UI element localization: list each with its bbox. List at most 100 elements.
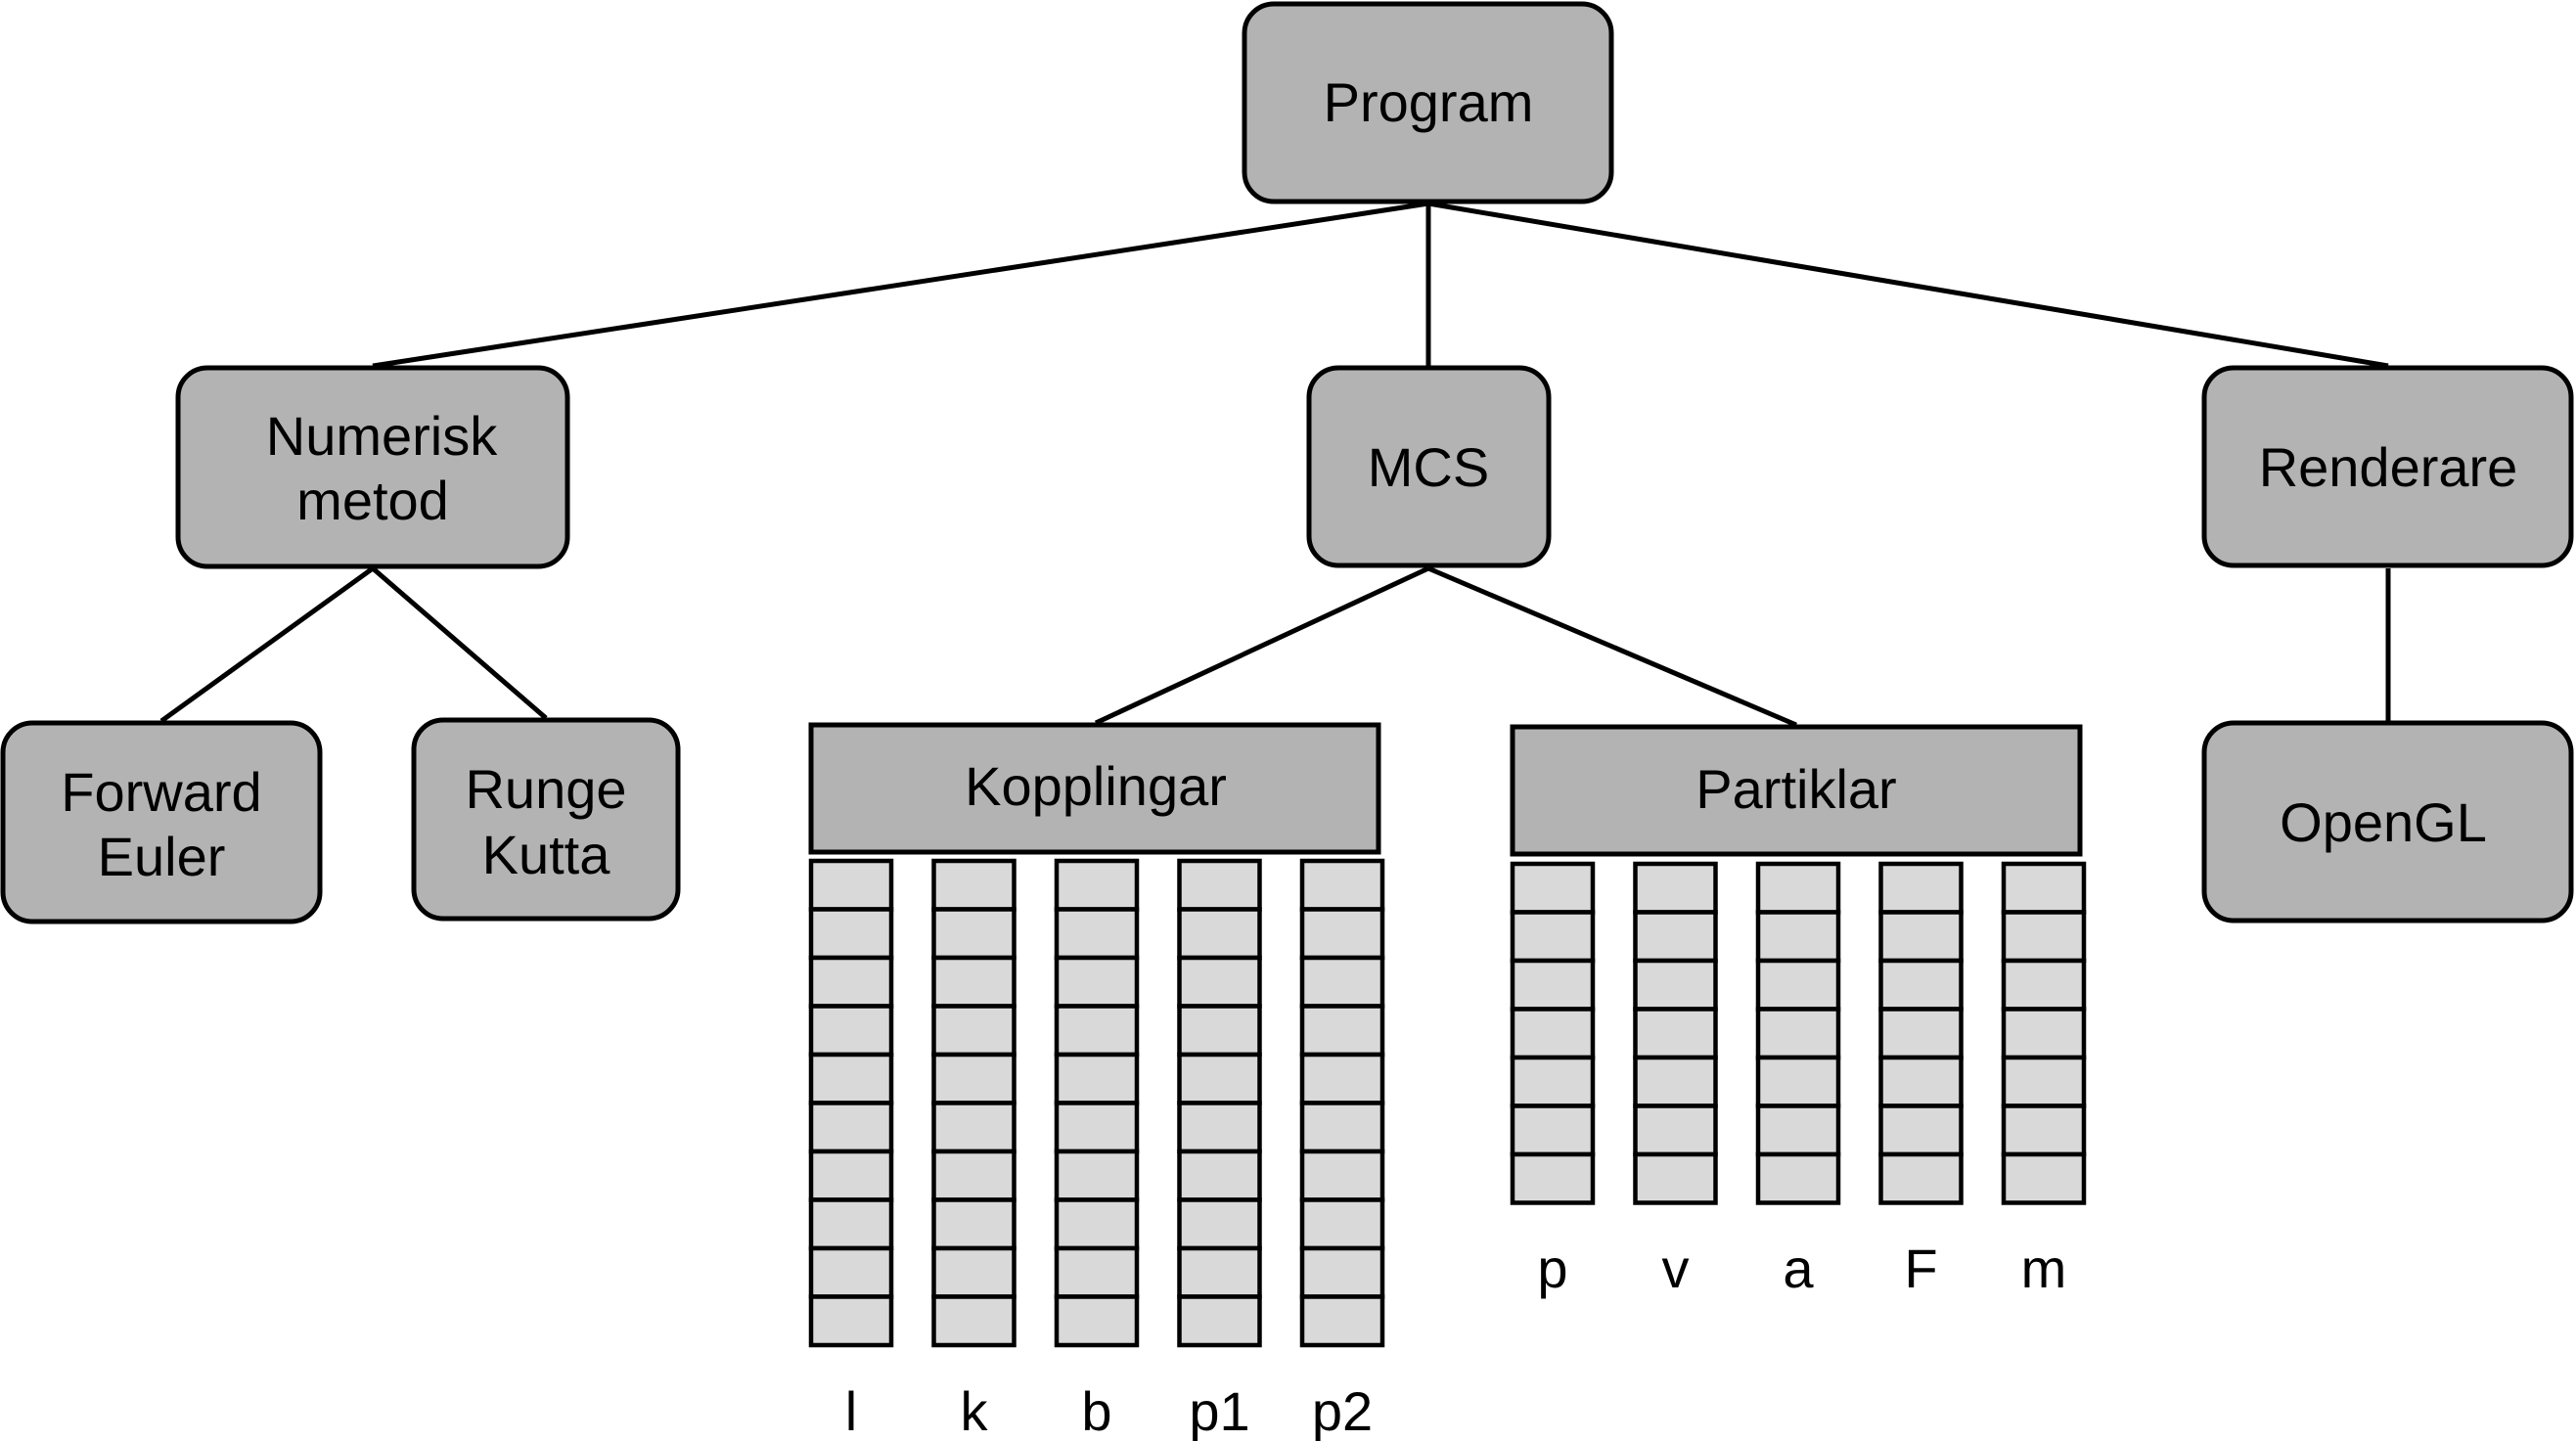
partiklar-array-cell: [1755, 958, 1841, 1012]
kopplingar-array-cell: [808, 1197, 894, 1251]
partiklar-array-column-m: m: [2001, 861, 2087, 1299]
partiklar-array-cell: [1633, 910, 1718, 964]
kopplingar-array-cell: [1299, 1294, 1385, 1348]
partiklar-array-cell: [2001, 1151, 2087, 1205]
node-forward-euler-line1: Forward: [61, 761, 261, 823]
kopplingar-array-cell: [1177, 1245, 1262, 1299]
partiklar-array-cell: [2001, 910, 2087, 964]
kopplingar-array-column-label-p2: p2: [1312, 1380, 1373, 1441]
partiklar-array-cell: [2001, 1007, 2087, 1060]
kopplingar-array-cell: [1299, 1004, 1385, 1058]
node-program: Program: [1242, 1, 1614, 204]
kopplingar-array-cell: [1177, 907, 1262, 961]
kopplingar-array-cell: [1177, 1148, 1262, 1202]
node-program-label: Program: [1324, 71, 1534, 133]
kopplingar-array-column-label-p1: p1: [1189, 1380, 1249, 1441]
partiklar-array-cell: [1878, 861, 1964, 915]
kopplingar-array-cell: [1054, 1197, 1140, 1251]
partiklar-array-cell: [2001, 958, 2087, 1012]
node-opengl-label: OpenGL: [2280, 791, 2487, 853]
partiklar-array-cell: [1510, 910, 1596, 964]
kopplingar-array-cell: [1177, 1197, 1262, 1251]
kopplingar-array-cell: [1054, 858, 1140, 912]
kopplingar-array-cell: [1177, 1101, 1262, 1154]
partiklar-array-column-v: v: [1633, 861, 1718, 1299]
kopplingar-array-cell: [808, 1148, 894, 1202]
kopplingar-array: l k b p1 p2: [808, 858, 1385, 1441]
node-mcs: MCS: [1306, 365, 1552, 568]
partiklar-array-cell: [1633, 1151, 1718, 1205]
partiklar-array-cell: [1510, 958, 1596, 1012]
kopplingar-array-column-label-b: b: [1081, 1380, 1111, 1441]
partiklar-array-cell: [1633, 1007, 1718, 1060]
partiklar-array-cell: [1510, 1151, 1596, 1205]
partiklar-array-cell: [1755, 1007, 1841, 1060]
kopplingar-array-cell: [931, 1004, 1017, 1058]
edges: [159, 201, 2391, 728]
partiklar-array-cell: [1755, 1103, 1841, 1157]
kopplingar-array-cell: [931, 907, 1017, 961]
partiklar-array-cell: [1633, 1055, 1718, 1108]
kopplingar-array-cell: [1177, 1294, 1262, 1348]
kopplingar-array-cell: [931, 1197, 1017, 1251]
partiklar-array-cell: [1878, 1055, 1964, 1108]
partiklar-array-column-label-p: p: [1537, 1238, 1567, 1299]
kopplingar-array-cell: [1177, 858, 1262, 912]
partiklar-array-column-label-v: v: [1662, 1238, 1690, 1299]
node-opengl: OpenGL: [2201, 720, 2574, 923]
kopplingar-array-cell: [931, 955, 1017, 1009]
kopplingar-array-cell: [1299, 1101, 1385, 1154]
kopplingar-array-cell: [1054, 1004, 1140, 1058]
edge-mcs-kopplingar: [1094, 565, 1430, 726]
kopplingar-array-column-b: b: [1054, 858, 1140, 1441]
partiklar-array-cell: [2001, 861, 2087, 915]
kopplingar-array-column-l: l: [808, 858, 894, 1441]
kopplingar-array-cell: [1054, 1294, 1140, 1348]
node-runge-kutta-line2: Kutta: [482, 824, 611, 885]
edge-program-numerisk: [372, 201, 1429, 369]
kopplingar-array-cell: [1054, 1245, 1140, 1299]
node-renderare-label: Renderare: [2259, 436, 2518, 498]
kopplingar-array-cell: [1054, 907, 1140, 961]
node-kopplingar: Kopplingar: [808, 722, 1381, 855]
kopplingar-array-cell: [931, 1101, 1017, 1154]
edge-program-renderare: [1427, 201, 2389, 369]
kopplingar-array-cell: [931, 1148, 1017, 1202]
kopplingar-array-cell: [1177, 1004, 1262, 1058]
node-partiklar-label: Partiklar: [1695, 758, 1896, 820]
kopplingar-array-cell: [1299, 955, 1385, 1009]
edge-numerisk-runge_kutta: [371, 566, 548, 720]
node-partiklar: Partiklar: [1510, 724, 2083, 857]
node-mcs-label: MCS: [1368, 436, 1489, 498]
kopplingar-array-column-label-l: l: [845, 1380, 857, 1441]
partiklar-array-column-label-F: F: [1904, 1238, 1937, 1299]
partiklar-array-cell: [1755, 1055, 1841, 1108]
kopplingar-array-cell: [808, 955, 894, 1009]
partiklar-array-cell: [1633, 1103, 1718, 1157]
kopplingar-array-cell: [808, 1004, 894, 1058]
partiklar-array-cell: [1878, 1151, 1964, 1205]
kopplingar-array-cell: [931, 1245, 1017, 1299]
kopplingar-array-cell: [808, 1052, 894, 1105]
node-kopplingar-label: Kopplingar: [965, 755, 1227, 817]
partiklar-array-cell: [1633, 958, 1718, 1012]
kopplingar-array-cell: [1299, 1052, 1385, 1105]
node-forward-euler: Forward Euler: [0, 720, 323, 924]
kopplingar-array-cell: [1299, 907, 1385, 961]
node-numerisk-metod: Numerisk metod: [175, 365, 570, 569]
kopplingar-array-cell: [931, 1294, 1017, 1348]
node-numerisk-label-line2: metod: [296, 470, 449, 531]
kopplingar-array-cell: [808, 1245, 894, 1299]
kopplingar-array-column-p2: p2: [1299, 858, 1385, 1441]
partiklar-array-cell: [1755, 910, 1841, 964]
partiklar-array-cell: [1878, 1007, 1964, 1060]
kopplingar-array-column-p1: p1: [1177, 858, 1262, 1441]
kopplingar-array-column-label-k: k: [961, 1380, 989, 1441]
kopplingar-array-cell: [808, 858, 894, 912]
node-renderare: Renderare: [2201, 365, 2574, 568]
partiklar-array-cell: [2001, 1055, 2087, 1108]
edge-mcs-partiklar: [1427, 565, 1797, 728]
kopplingar-array-cell: [1299, 1148, 1385, 1202]
kopplingar-array-cell: [1299, 1245, 1385, 1299]
